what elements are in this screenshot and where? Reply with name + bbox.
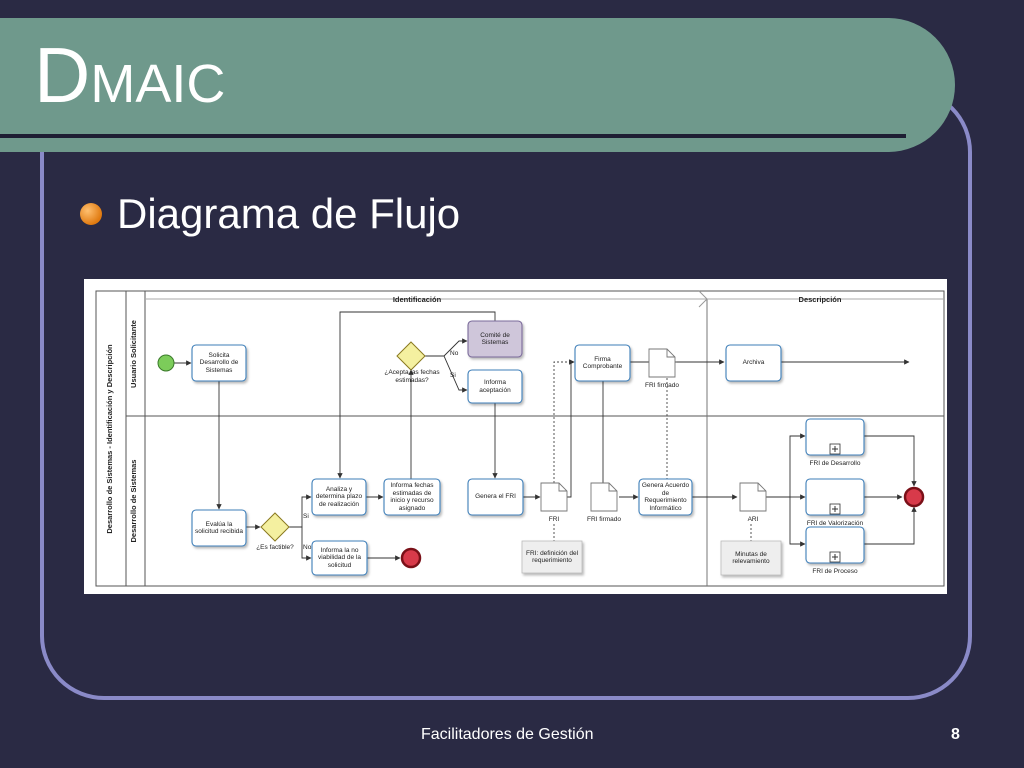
end-event-final	[903, 486, 925, 508]
data-object-fri-label: FRI	[549, 516, 560, 523]
task-informa-aceptacion-label: Informa aceptación	[479, 379, 511, 394]
subprocess-valorizacion-label: FRI de Valorización	[807, 520, 864, 527]
lane-label-desarrollo: Desarrollo de Sistemas	[129, 460, 138, 543]
flow-label-si-acepta: Si	[450, 372, 456, 379]
page-number: 8	[951, 726, 960, 743]
data-object-fri-firmado	[590, 482, 618, 512]
task-genera-acuerdo-label: Genera Acuerdo de Requerimiento Informát…	[641, 482, 690, 512]
gateway-acepta	[396, 341, 426, 371]
footer-text: Facilitadores de Gestión	[421, 726, 594, 743]
subprocess-desarrollo	[805, 418, 865, 456]
task-informa-aceptacion	[467, 369, 523, 404]
task-informa-fechas	[383, 478, 441, 516]
annotation-minutas-label: Minutas de relevamiento	[732, 550, 770, 566]
task-archiva-label: Archiva	[742, 359, 765, 367]
data-object-fri	[540, 482, 568, 512]
lane-label-usuario: Usuario Solicitante	[129, 320, 138, 388]
subprocess-proceso	[805, 526, 865, 564]
bullet-text: Diagrama de Flujo	[117, 190, 461, 237]
gateway-acepta-label: ¿Acepta las fechas estimadas?	[384, 369, 440, 384]
annotation-fri-def-box: FRI: definición del requerimiento	[525, 549, 579, 565]
task-solicita	[191, 344, 247, 382]
title-band	[0, 18, 955, 152]
slide-title: DMAIC	[34, 36, 225, 114]
bullet-dot-icon	[80, 203, 102, 225]
task-labels: Solicita Desarrollo de Sistemas Evalúa l…	[194, 331, 765, 569]
task-informa-fechas-label: Informa fechas estimadas de inicio y rec…	[390, 482, 434, 512]
gateway-factible	[260, 512, 290, 542]
phase-chevron-icon	[698, 290, 708, 308]
phase-label-descripcion: Descripción	[799, 295, 842, 304]
gateway-factible-label: ¿Es factible?	[256, 544, 294, 551]
flow-label-si-factible: Si	[303, 513, 309, 520]
flow-label-no-acepta: No	[450, 350, 459, 357]
data-object-ari-label: ARI	[748, 516, 759, 523]
annotations	[521, 540, 782, 576]
data-objects	[540, 348, 767, 512]
task-evalua-label: Evalúa la solicitud recibida	[194, 520, 244, 536]
gateway-acepta-label-box: ¿Acepta las fechas estimadas?	[384, 369, 440, 384]
annotation-minutas	[720, 540, 782, 576]
slide-title-rest: MAIC	[90, 54, 226, 114]
task-genera-fri	[467, 478, 524, 516]
data-object-fri-firmado-label: FRI firmado	[587, 516, 621, 523]
annotation-minutas-box: Minutas de relevamiento	[732, 550, 770, 566]
subprocess-markers	[829, 443, 841, 563]
pool-label: Desarrollo de Sistemas - Identificación …	[105, 344, 114, 534]
task-analiza-label: Analiza y determina plazo de realización	[315, 485, 363, 508]
task-comite	[467, 320, 523, 358]
data-object-fri-firmado-top	[648, 348, 676, 378]
task-firma-label: Firma Comprobante	[582, 355, 623, 371]
tasks	[191, 320, 865, 576]
flow-label-no-factible: No	[303, 544, 312, 551]
start-event	[157, 354, 175, 372]
data-object-ari	[739, 482, 767, 512]
task-comite-label: Comité de Sistemas	[480, 331, 510, 347]
task-evalua	[191, 509, 247, 547]
subprocess-proceso-label: FRI de Proceso	[812, 568, 858, 575]
end-event-rechazo	[400, 547, 422, 569]
task-archiva	[725, 344, 782, 382]
flow-diagram-svg: Desarrollo de Sistemas - Identificación …	[95, 290, 945, 587]
title-underline	[0, 134, 906, 138]
data-object-fri-firmado-top-label: FRI firmado	[645, 382, 679, 389]
task-genera-acuerdo	[638, 478, 693, 516]
sequence-flows	[174, 311, 917, 561]
phase-label-identificacion: Identificación	[393, 295, 442, 304]
annotation-fri-def	[521, 540, 583, 574]
task-solicita-label: Solicita Desarrollo de Sistemas	[199, 351, 239, 374]
task-analiza	[311, 478, 367, 516]
task-informa-no-viabilidad-label: Informa la no viabilidad de la solicitud	[317, 546, 361, 569]
pool-border	[95, 290, 945, 587]
flow-diagram: Desarrollo de Sistemas - Identificación …	[84, 279, 947, 594]
task-informa-no-viabilidad	[311, 540, 368, 576]
annotation-fri-def-label: FRI: definición del requerimiento	[525, 549, 579, 565]
subprocess-desarrollo-label: FRI de Desarrollo	[810, 460, 861, 467]
subprocess-valorizacion	[805, 478, 865, 516]
slide-title-initial: D	[34, 31, 91, 119]
task-firma	[574, 344, 631, 382]
task-genera-fri-label: Genera el FRI	[475, 493, 516, 501]
